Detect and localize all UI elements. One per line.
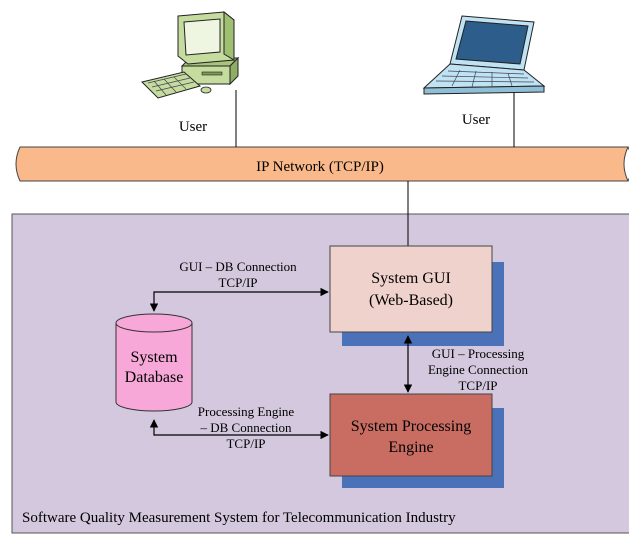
database-subtitle: Database [125,369,184,386]
network-label: IP Network (TCP/IP) [256,159,384,175]
user-label-1: User [179,119,207,135]
laptop-icon [422,15,546,95]
ip-network-band: IP Network (TCP/IP) [15,146,629,182]
engine-db-connection-protocol: TCP/IP [226,436,265,451]
gui-db-connection-arrow [149,287,329,312]
gui-db-connection-label: GUI – DB Connection [179,259,297,274]
system-boundary [11,213,629,534]
engine-title: System Processing [351,418,471,435]
user-label-2: User [462,112,490,128]
processing-engine-box: System Processing Engine [329,393,504,488]
gui-engine-connection-protocol: TCP/IP [458,378,497,393]
database-title: System [130,349,178,366]
engine-db-connection-arrow [149,419,329,440]
gui-title: System GUI [371,270,451,287]
database-cylinder: System Database [115,313,193,412]
gui-engine-connection-label: GUI – Processing [432,346,525,361]
engine-db-connection-label-2: – DB Connection [200,420,292,435]
gui-engine-connection-label-2: Engine Connection [428,362,529,377]
engine-db-connection-label: Processing Engine [198,404,295,419]
gui-subtitle: (Web-Based) [369,292,453,309]
gui-db-connection-protocol: TCP/IP [218,275,257,290]
engine-subtitle: Engine [388,439,433,456]
system-gui-box: System GUI (Web-Based) [329,245,504,346]
desktop-computer-icon [141,10,240,99]
system-caption: Software Quality Measurement System for … [22,510,456,526]
